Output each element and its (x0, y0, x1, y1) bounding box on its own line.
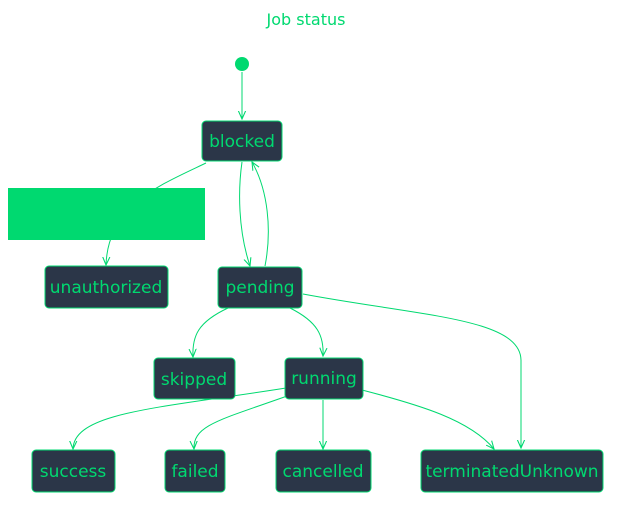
state-failed[interactable]: failed (164, 449, 226, 493)
state-label-terminatedunknown: terminatedUnknown (425, 462, 598, 482)
state-pending[interactable]: pending (217, 266, 303, 309)
state-blocked[interactable]: blocked (201, 120, 283, 162)
state-label-skipped: skipped (161, 370, 227, 390)
state-skipped[interactable]: skipped (153, 357, 236, 400)
state-label-unauthorized: unauthorized (50, 278, 162, 298)
state-label-running: running (291, 369, 357, 389)
edge-pending-to-blocked (252, 162, 269, 267)
edge-running-to-failed (194, 394, 291, 449)
state-label-failed: failed (171, 462, 218, 482)
state-label-blocked: blocked (209, 132, 275, 152)
edge-pending-to-running (289, 307, 323, 356)
state-label-pending: pending (225, 278, 294, 298)
state-unauthorized[interactable]: unauthorized (44, 265, 169, 309)
state-success[interactable]: success (31, 449, 116, 493)
edge-running-to-success (73, 387, 287, 449)
state-terminatedunknown[interactable]: terminatedUnknown (420, 449, 604, 493)
diagram-title: Job status (266, 10, 346, 29)
state-running[interactable]: running (284, 357, 364, 400)
redaction-block (8, 188, 205, 240)
initial-state-dot (235, 57, 249, 71)
state-label-success: success (40, 462, 107, 482)
transitions (73, 72, 521, 449)
state-cancelled[interactable]: cancelled (275, 449, 372, 493)
edge-pending-to-terminatedunknown (302, 293, 521, 448)
state-label-cancelled: cancelled (282, 462, 363, 482)
edge-pending-to-skipped (193, 307, 229, 357)
edge-running-to-terminatedunknown (361, 389, 494, 449)
edge-blocked-to-pending (239, 161, 250, 266)
